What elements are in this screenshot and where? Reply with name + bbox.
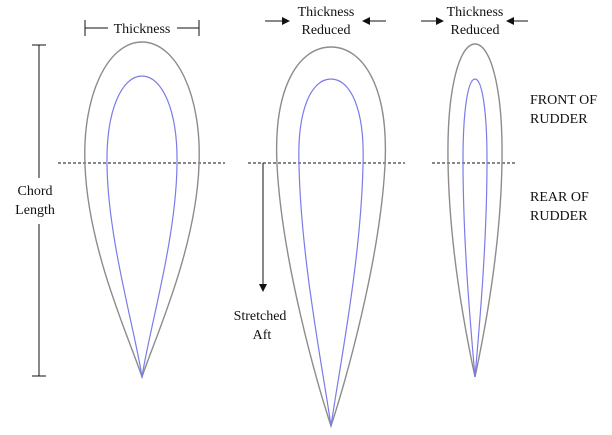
rear-of-rudder-label: REAR OF RUDDER: [530, 190, 589, 224]
chord-length-label-line2: Length: [15, 203, 55, 218]
stretched-aft-label-line1: Stretched: [234, 309, 287, 324]
front-of-rudder-label: FRONT OF RUDDER: [530, 93, 597, 127]
thickness-dimension: Thickness: [84, 20, 200, 37]
rudder-profile-reduced: [447, 43, 503, 378]
chord-length-dimension: Chord Length: [15, 44, 55, 377]
outer-profile-reduced: [447, 43, 503, 378]
outer-profile-stretched: [275, 46, 387, 429]
rear-of-rudder-line2: RUDDER: [530, 209, 588, 224]
thickness-reduced-label-middle-line1: Thickness: [298, 5, 355, 20]
chord-length-label-line1: Chord: [18, 184, 53, 199]
thickness-reduced-label-right-line2: Reduced: [451, 23, 500, 38]
front-of-rudder-line2: RUDDER: [530, 112, 588, 127]
thickness-reduced-label-right-line1: Thickness: [447, 5, 504, 20]
stretched-aft-label-line2: Aft: [253, 328, 272, 343]
inner-profile-original: [106, 75, 178, 378]
thickness-reduced-indicator-middle: Thickness Reduced: [265, 5, 386, 38]
front-of-rudder-line1: FRONT OF: [530, 93, 597, 108]
outer-profile-original: [84, 41, 200, 380]
inner-profile-stretched: [298, 78, 364, 427]
thickness-label: Thickness: [114, 22, 171, 37]
thickness-reduced-label-middle-line2: Reduced: [302, 23, 351, 38]
inner-profile-reduced: [462, 78, 488, 378]
rudder-profile-original: [84, 41, 200, 380]
thickness-reduced-indicator-right: Thickness Reduced: [421, 5, 528, 38]
stretched-aft-indicator: Stretched Aft: [234, 163, 287, 343]
rudder-profile-stretched: [275, 46, 387, 429]
rear-of-rudder-line1: REAR OF: [530, 190, 589, 205]
